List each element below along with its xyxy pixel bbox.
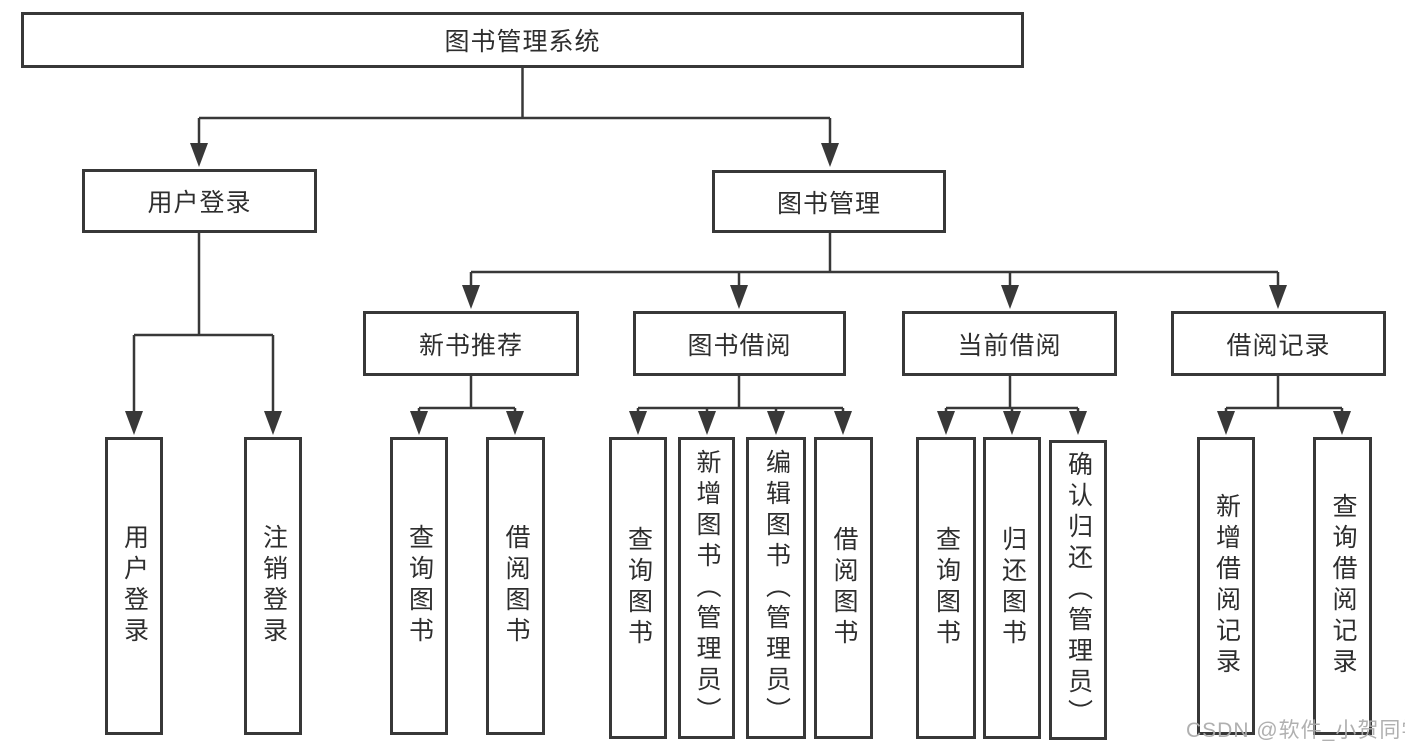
node-library-system: 图书管理系统 xyxy=(21,12,1024,68)
node-book-borrowing: 图书借阅 xyxy=(633,311,846,376)
node-user-login: 用户登录 xyxy=(82,169,317,233)
leaf-query-books-borrowing-label: 查询图书 xyxy=(624,526,653,650)
leaf-logout-label: 注销登录 xyxy=(259,524,288,648)
leaf-borrow-books-borrowing: 借阅图书 xyxy=(814,437,873,739)
node-new-book-recommend-label: 新书推荐 xyxy=(418,331,523,360)
node-current-borrowing-label: 当前借阅 xyxy=(957,331,1062,360)
leaf-query-books-current-label: 查询图书 xyxy=(932,526,961,650)
leaf-query-borrow-record: 查询借阅记录 xyxy=(1313,437,1372,735)
leaf-confirm-return-admin-label: 确认归还（管理员） xyxy=(1064,450,1093,730)
leaf-edit-book-admin: 编辑图书（管理员） xyxy=(746,437,806,739)
leaf-add-borrow-record: 新增借阅记录 xyxy=(1197,437,1255,735)
leaf-query-books-recommend: 查询图书 xyxy=(390,437,448,735)
leaf-query-books-borrowing: 查询图书 xyxy=(609,437,667,739)
node-book-management-label: 图书管理 xyxy=(776,189,881,218)
leaf-confirm-return-admin: 确认归还（管理员） xyxy=(1049,440,1107,740)
leaf-logout: 注销登录 xyxy=(244,437,302,735)
leaf-add-borrow-record-label: 新增借阅记录 xyxy=(1212,493,1241,679)
leaf-borrow-books-borrowing-label: 借阅图书 xyxy=(830,526,858,650)
node-borrowing-records: 借阅记录 xyxy=(1171,311,1386,376)
leaf-add-book-admin-label: 新增图书（管理员） xyxy=(693,448,721,728)
node-library-system-label: 图书管理系统 xyxy=(444,28,601,56)
leaf-query-borrow-record-label: 查询借阅记录 xyxy=(1329,493,1357,679)
leaf-query-books-recommend-label: 查询图书 xyxy=(405,524,434,648)
leaf-return-books: 归还图书 xyxy=(983,437,1041,739)
leaf-return-books-label: 归还图书 xyxy=(998,526,1027,650)
leaf-user-login: 用户登录 xyxy=(105,437,163,735)
node-book-borrowing-label: 图书借阅 xyxy=(687,331,792,360)
leaf-query-books-current: 查询图书 xyxy=(916,437,976,739)
node-borrowing-records-label: 借阅记录 xyxy=(1226,331,1331,360)
leaf-edit-book-admin-label: 编辑图书（管理员） xyxy=(762,448,791,728)
csdn-watermark: CSDN @软件_小贺同学 xyxy=(1186,719,1405,742)
leaf-borrow-books-recommend: 借阅图书 xyxy=(486,437,545,735)
node-user-login-label: 用户登录 xyxy=(147,189,252,217)
arrowheads xyxy=(125,143,1351,435)
node-current-borrowing: 当前借阅 xyxy=(902,311,1117,376)
leaf-add-book-admin: 新增图书（管理员） xyxy=(678,437,735,739)
leaf-user-login-label: 用户登录 xyxy=(120,524,149,648)
node-new-book-recommend: 新书推荐 xyxy=(363,311,579,376)
node-book-management: 图书管理 xyxy=(712,170,946,233)
leaf-borrow-books-recommend-label: 借阅图书 xyxy=(502,524,530,648)
